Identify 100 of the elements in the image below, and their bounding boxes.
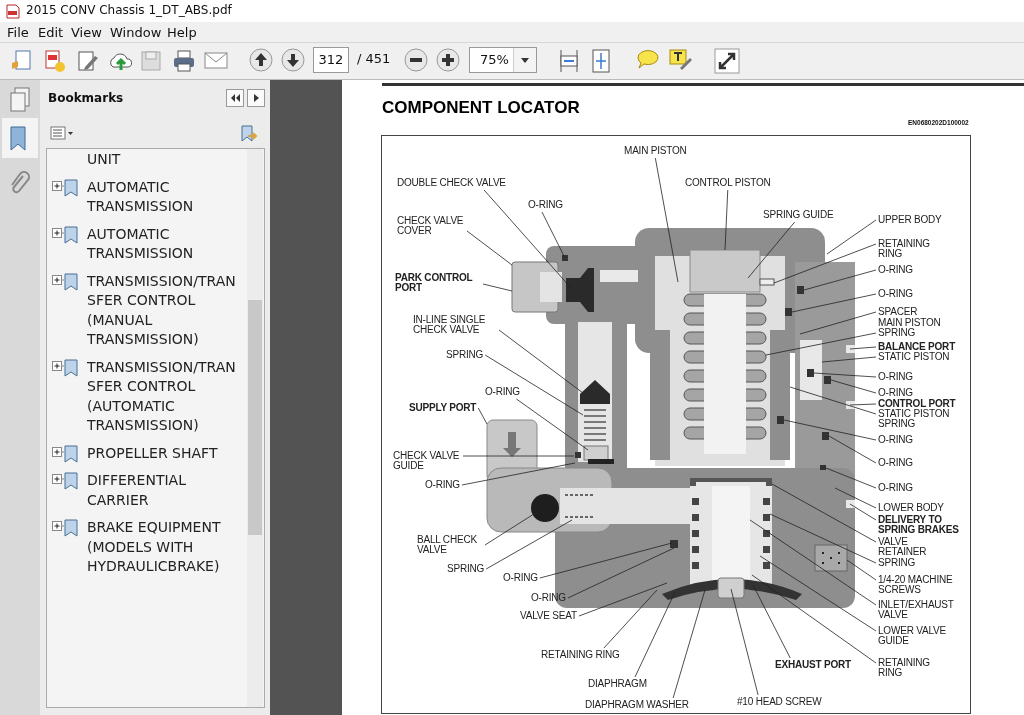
leader-line bbox=[752, 584, 791, 659]
callout-label: LOWER VALVE GUIDE bbox=[878, 626, 954, 646]
menu-item: Window bbox=[110, 25, 162, 40]
bookmark-label: DIFFERENTIAL CARRIER bbox=[87, 471, 187, 510]
callout-label: O-RING bbox=[485, 387, 520, 397]
leader-line bbox=[849, 403, 877, 406]
leader-line bbox=[773, 243, 877, 284]
callout-label: INLET/EXHAUST VALVE bbox=[878, 600, 964, 620]
leader-line bbox=[828, 435, 877, 464]
window-title: 2015 CONV Chassis 1_DT_ABS.pdf bbox=[26, 3, 232, 17]
leader-line bbox=[654, 157, 679, 283]
callout-label: O-RING bbox=[878, 265, 913, 275]
leader-line bbox=[462, 455, 575, 457]
callout-label: BALL CHECK VALVE bbox=[417, 535, 483, 555]
leader-line bbox=[783, 419, 877, 441]
callout-label: LOWER BODY bbox=[878, 503, 944, 513]
page-count: / 451 bbox=[357, 51, 391, 66]
bookmark-label: TRANSMISSION/TRANSFER CONTROL (MANUAL TRANSMISSION) bbox=[87, 271, 237, 349]
leader-line bbox=[634, 591, 676, 678]
leader-line bbox=[482, 283, 513, 292]
leader-line bbox=[846, 559, 877, 581]
zoom-dropdown: 75% bbox=[469, 47, 537, 73]
callout-label: CHECK VALVE GUIDE bbox=[393, 451, 461, 471]
callout-label: CHECK VALVE COVER bbox=[397, 216, 465, 236]
callout-label: VALVE RETAINER bbox=[878, 537, 938, 557]
callout-label: RETAINING RING bbox=[878, 239, 940, 259]
leader-line bbox=[516, 398, 589, 451]
bookmark-label: AUTOMATIC TRANSMISSION bbox=[87, 177, 195, 216]
menu-item: File bbox=[7, 25, 29, 40]
callout-label: CONTROL PISTON bbox=[685, 178, 771, 188]
leader-line bbox=[849, 503, 877, 521]
callout-label: STATIC PISTON bbox=[878, 352, 950, 362]
callout-label: DIAPHRAGM bbox=[588, 679, 647, 689]
leader-line bbox=[578, 582, 668, 617]
leader-line bbox=[485, 519, 573, 570]
leader-line bbox=[461, 462, 576, 486]
leader-line bbox=[603, 589, 658, 649]
callout-label: CONTROL PORT bbox=[878, 399, 956, 409]
page-number-field: 312 bbox=[313, 47, 349, 73]
callout-label: O-RING bbox=[878, 372, 913, 382]
leader-line bbox=[791, 293, 877, 313]
callout-label: O-RING bbox=[528, 200, 563, 210]
callout-label: SPRING bbox=[878, 558, 916, 568]
callout-label: SUPPLY PORT bbox=[409, 403, 477, 413]
leader-line bbox=[825, 467, 877, 489]
leader-line bbox=[466, 230, 513, 266]
callout-label: RETAINING RING bbox=[878, 658, 940, 678]
leader-line bbox=[724, 189, 729, 251]
callout-label: BALANCE PORT bbox=[878, 342, 956, 352]
callout-label: O-RING bbox=[503, 573, 538, 583]
panel-heading: Bookmarks bbox=[48, 91, 124, 105]
page-title: COMPONENT LOCATOR bbox=[382, 98, 580, 118]
bookmark-label: UNIT bbox=[87, 150, 122, 169]
leader-line bbox=[821, 356, 877, 363]
bookmark-label: AUTOMATIC TRANSMISSION bbox=[87, 224, 195, 263]
leader-line bbox=[484, 354, 584, 416]
callout-label: VALVE SEAT bbox=[520, 611, 577, 621]
leader-line bbox=[483, 189, 572, 289]
leader-line bbox=[803, 269, 877, 291]
callout-label: #10 HEAD SCREW bbox=[737, 697, 822, 707]
callout-label: SPACER bbox=[878, 307, 918, 317]
leader-line bbox=[769, 513, 877, 564]
leader-line bbox=[541, 211, 566, 259]
leader-line bbox=[498, 329, 584, 394]
callout-label: SPRING bbox=[446, 350, 484, 360]
bookmark-label: TRANSMISSION/TRANSFER CONTROL (AUTOMATIC TRANSMISSION) bbox=[87, 357, 237, 435]
leader-line bbox=[759, 555, 877, 632]
callout-label: O-RING bbox=[878, 483, 913, 493]
callout-label: UPPER BODY bbox=[878, 215, 942, 225]
callout-label: DOUBLE CHECK VALVE bbox=[397, 178, 506, 188]
bookmark-label: PROPELLER SHAFT bbox=[87, 443, 219, 463]
callout-label: O-RING bbox=[878, 289, 913, 299]
leader-line bbox=[749, 519, 877, 606]
callout-label: EXHAUST PORT bbox=[775, 660, 851, 670]
callout-label: SPRING GUIDE bbox=[763, 210, 834, 220]
callout-label: STATIC PISTON SPRING bbox=[878, 409, 962, 429]
callout-label: SPRING bbox=[447, 564, 485, 574]
leader-line bbox=[849, 346, 877, 350]
callout-label: DELIVERY TO SPRING BRAKES bbox=[878, 515, 970, 535]
callout-label: DIAPHRAGM WASHER bbox=[585, 700, 689, 710]
callout-label: O-RING bbox=[425, 480, 460, 490]
callout-label: O-RING bbox=[878, 388, 913, 398]
menu-item: Edit bbox=[38, 25, 64, 40]
leader-line bbox=[789, 386, 877, 415]
callout-label: O-RING bbox=[878, 435, 913, 445]
menu-item: Help bbox=[167, 25, 197, 40]
bookmark-label: BRAKE EQUIPMENT (MODELS WITH HYDRAULICBRAKE) bbox=[87, 518, 222, 576]
callout-label: O-RING bbox=[878, 458, 913, 468]
leader-line bbox=[567, 547, 675, 599]
leader-line bbox=[539, 542, 673, 579]
callout-label: 1/4-20 MACHINE SCREWS bbox=[878, 575, 966, 595]
callout-label: MAIN PISTON SPRING bbox=[878, 318, 952, 338]
leader-line bbox=[771, 483, 877, 543]
leader-line bbox=[672, 589, 706, 699]
leader-line bbox=[830, 379, 877, 394]
leader-line bbox=[799, 311, 877, 335]
leader-line bbox=[834, 487, 877, 509]
leader-line bbox=[765, 332, 877, 356]
callout-label: IN-LINE SINGLE CHECK VALVE bbox=[413, 315, 497, 335]
leader-line bbox=[813, 372, 877, 378]
